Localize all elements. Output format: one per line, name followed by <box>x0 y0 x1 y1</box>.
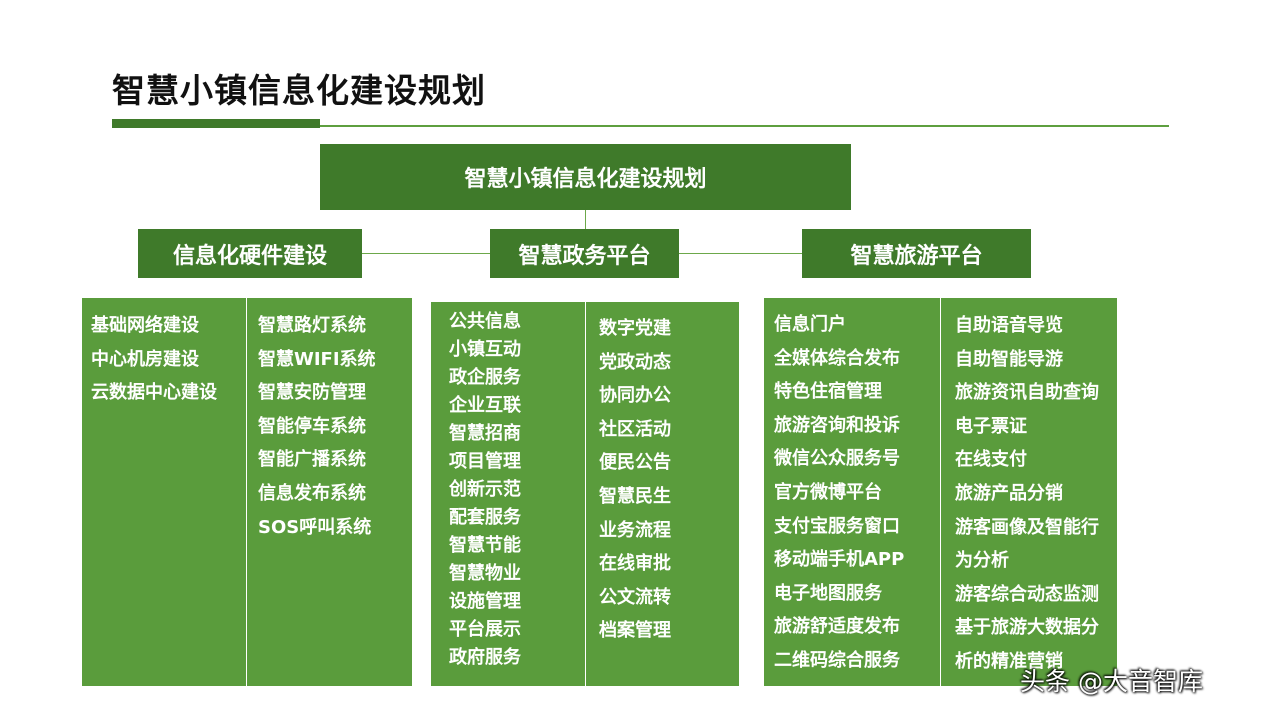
list-item: 电子地图服务 <box>774 582 882 604</box>
list-item: 旅游咨询和投诉 <box>774 414 900 436</box>
list-item: 移动端手机APP <box>774 549 905 571</box>
connector-hw-to-gov <box>362 253 490 254</box>
list-item: 政府服务 <box>449 647 521 668</box>
list-item: 自助智能导游 <box>955 348 1063 370</box>
category-government: 智慧政务平台 <box>490 229 679 278</box>
list-item: 智慧民生 <box>599 485 671 507</box>
list-item: 政企服务 <box>449 367 521 388</box>
list-item: 社区活动 <box>599 418 671 440</box>
panel-tourism-col2: 自助语音导览自助智能导游旅游资讯自助查询电子票证在线支付旅游产品分销游客画像及智… <box>940 298 1117 686</box>
connector-gov-to-tour <box>679 253 802 254</box>
list-item: 企业互联 <box>449 395 521 416</box>
panel-tourism-col1: 信息门户全媒体综合发布特色住宿管理旅游咨询和投诉微信公众服务号官方微博平台支付宝… <box>764 298 940 686</box>
list-item: 智能停车系统 <box>258 415 366 437</box>
list-item: 基础网络建设 <box>91 315 199 336</box>
list-item: 设施管理 <box>449 591 521 612</box>
panel-government-col1: 公共信息小镇互动政企服务企业互联智慧招商项目管理创新示范配套服务智慧节能智慧物业… <box>431 302 585 686</box>
list-item: 在线支付 <box>955 449 1027 471</box>
list-item: 便民公告 <box>599 452 671 474</box>
list-item: 旅游舒适度发布 <box>774 616 900 638</box>
list-item: 档案管理 <box>599 620 671 642</box>
list-item: 信息发布系统 <box>258 482 366 504</box>
list-item: 支付宝服务窗口 <box>774 515 900 537</box>
list-item: 业务流程 <box>599 519 671 541</box>
list-item: 智能广播系统 <box>258 449 366 471</box>
panel-government-col2: 数字党建党政动态协同办公社区活动便民公告智慧民生业务流程在线审批公文流转档案管理 <box>585 302 739 686</box>
list-item: 析的精准营销 <box>955 650 1063 672</box>
list-item: 数字党建 <box>599 318 671 339</box>
page-title: 智慧小镇信息化建设规划 <box>112 71 486 110</box>
list-item: 微信公众服务号 <box>774 448 900 470</box>
watermark: 头条 @大音智库 <box>1020 667 1203 696</box>
list-item: 电子票证 <box>955 415 1027 437</box>
category-hardware: 信息化硬件建设 <box>138 229 362 278</box>
root-node: 智慧小镇信息化建设规划 <box>320 144 851 210</box>
list-item: 智慧安防管理 <box>258 382 366 404</box>
list-item: 中心机房建设 <box>91 348 199 370</box>
title-underline <box>112 125 1169 127</box>
panel-tourism: 信息门户全媒体综合发布特色住宿管理旅游咨询和投诉微信公众服务号官方微博平台支付宝… <box>764 298 1117 686</box>
list-item: 游客综合动态监测 <box>955 583 1099 605</box>
list-item: 游客画像及智能行 <box>955 516 1099 538</box>
panel-hardware-col1: 基础网络建设中心机房建设云数据中心建设 <box>82 298 246 686</box>
list-item: 平台展示 <box>449 619 521 640</box>
list-item: 旅游产品分销 <box>955 482 1063 504</box>
list-item: 智慧路灯系统 <box>258 315 366 336</box>
list-item: 公共信息 <box>449 311 521 332</box>
list-item: 在线审批 <box>599 553 671 575</box>
panel-hardware: 基础网络建设中心机房建设云数据中心建设 智慧路灯系统智慧WIFI系统智慧安防管理… <box>82 298 412 686</box>
list-item: 自助语音导览 <box>955 315 1063 336</box>
list-item: 智慧节能 <box>449 535 521 556</box>
list-item: 项目管理 <box>449 451 521 472</box>
list-item: 智慧招商 <box>449 423 521 444</box>
panel-hardware-col2: 智慧路灯系统智慧WIFI系统智慧安防管理智能停车系统智能广播系统信息发布系统 SO… <box>246 298 412 686</box>
list-item: 云数据中心建设 <box>91 382 217 404</box>
list-item: 党政动态 <box>599 351 671 373</box>
list-item: 创新示范 <box>449 479 521 500</box>
list-item: 配套服务 <box>449 507 521 528</box>
list-item: 协同办公 <box>599 385 671 407</box>
list-item: 智慧物业 <box>449 563 521 584</box>
list-item: 特色住宿管理 <box>774 381 882 403</box>
list-item: 小镇互动 <box>449 339 521 360</box>
category-tourism: 智慧旅游平台 <box>802 229 1031 278</box>
list-item: SOS呼叫系统 <box>258 516 372 538</box>
list-item: 为分析 <box>955 550 1009 572</box>
list-item: 基于旅游大数据分 <box>955 617 1099 639</box>
list-item: 智慧WIFI系统 <box>258 348 376 370</box>
title-accent-bar <box>112 119 320 128</box>
list-item: 全媒体综合发布 <box>774 347 900 369</box>
list-item: 官方微博平台 <box>774 481 882 503</box>
list-item: 信息门户 <box>774 314 846 335</box>
list-item: 二维码综合服务 <box>774 649 900 671</box>
panel-government: 公共信息小镇互动政企服务企业互联智慧招商项目管理创新示范配套服务智慧节能智慧物业… <box>431 302 739 686</box>
list-item: 旅游资讯自助查询 <box>955 382 1099 404</box>
connector-root-to-gov <box>585 210 586 229</box>
list-item: 公文流转 <box>599 586 671 608</box>
